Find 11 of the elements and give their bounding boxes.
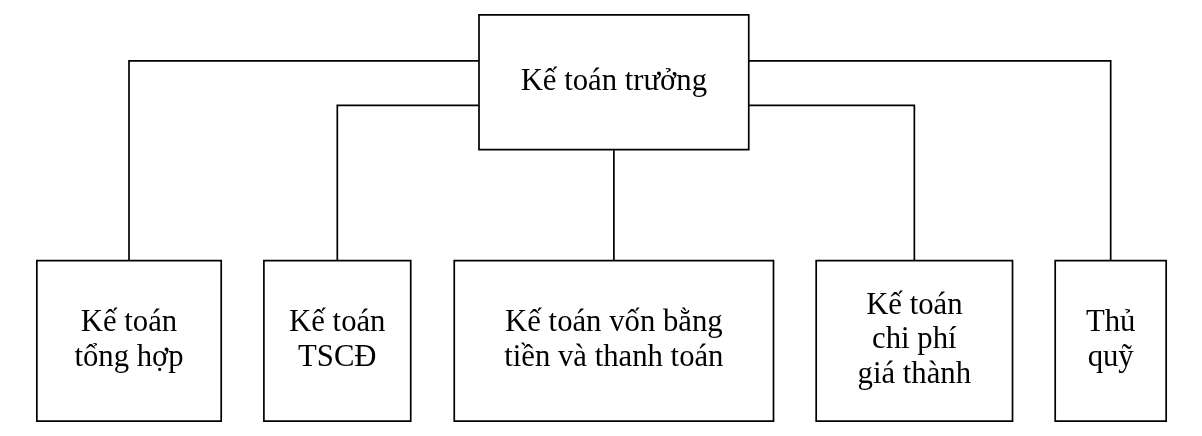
connector xyxy=(747,60,1112,261)
node-box: Kế toán chi phí giá thành xyxy=(814,259,1013,422)
connector xyxy=(612,149,615,262)
node-box: Kế toán tổng hợp xyxy=(35,259,222,422)
connector xyxy=(127,60,480,261)
node-box: Kế toán TSCĐ xyxy=(262,259,412,422)
node-box: Kế toán trưởng xyxy=(477,14,750,151)
connector xyxy=(335,104,480,262)
node-box: Kế toán vốn bằng tiền và thanh toán xyxy=(452,259,774,422)
node-box: Thủ quỹ xyxy=(1053,259,1167,422)
connector xyxy=(747,104,915,262)
